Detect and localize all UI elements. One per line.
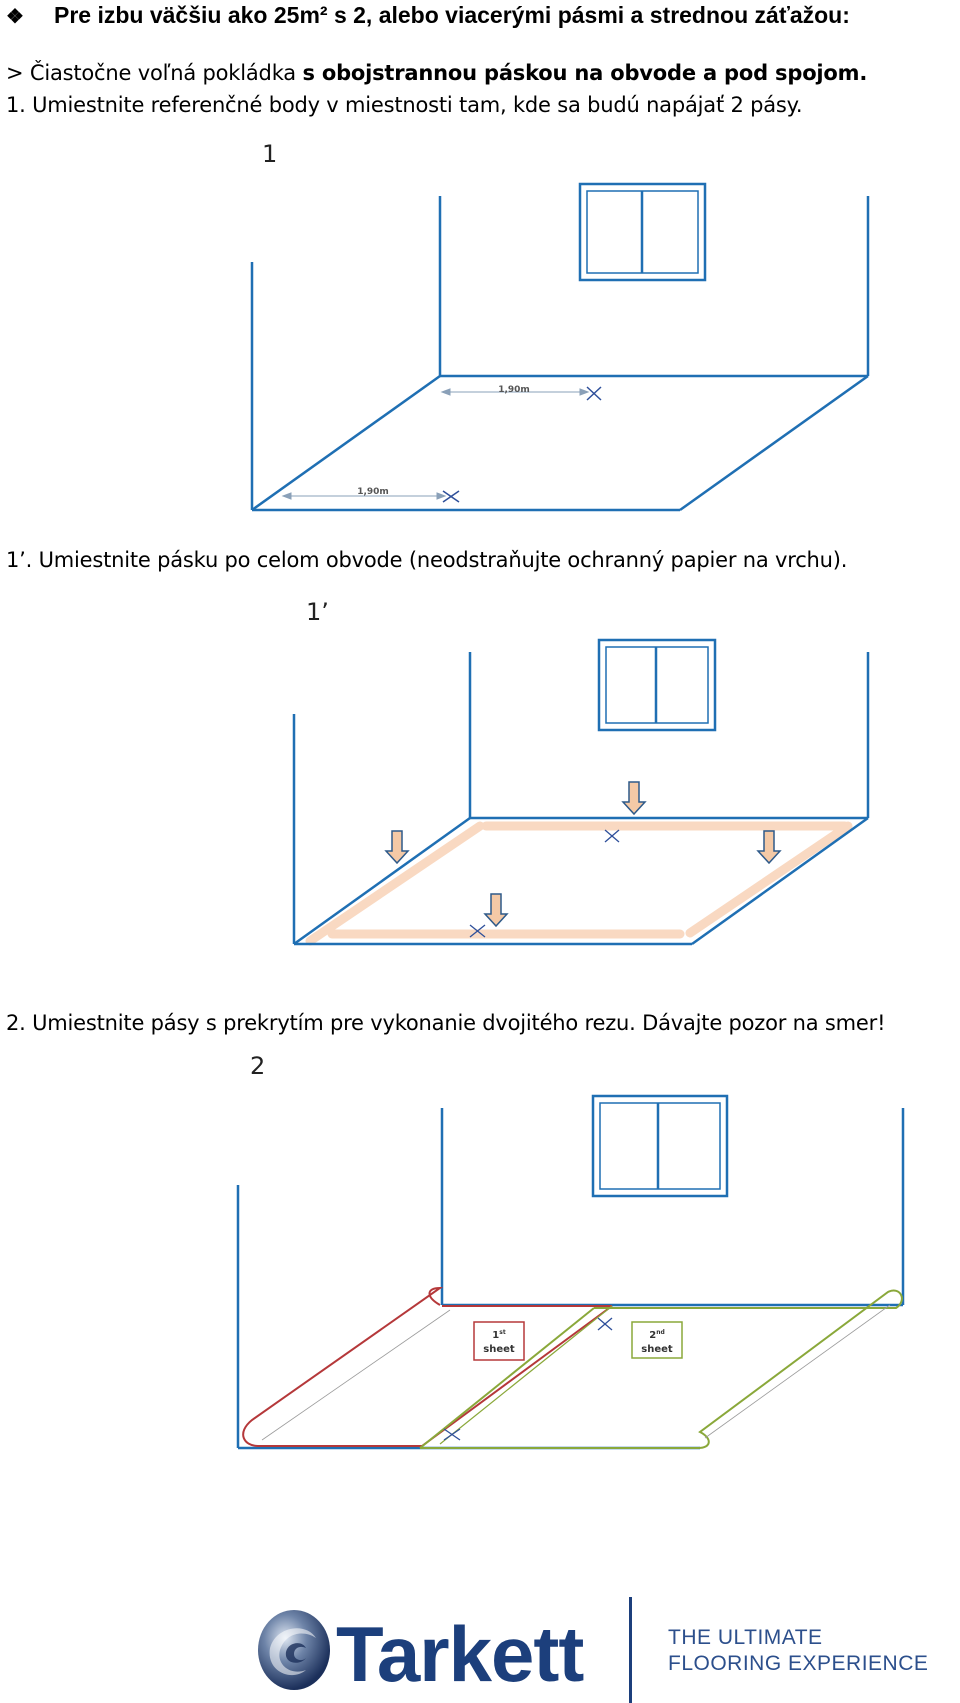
intro-normal: > Čiastočne voľná pokládka [6,61,303,85]
tagline-line-1: THE ULTIMATE [668,1626,823,1649]
logo-divider [629,1597,632,1703]
tarkett-logo-icon [258,1610,330,1690]
tagline-line-2: FLOORING EXPERIENCE [668,1652,929,1675]
step-1prime-text: 1’. Umiestnite pásku po celom obvode (ne… [6,548,848,572]
brand-name: Tarkett [336,1610,584,1698]
figure-1prime-label: 1’ [306,598,329,626]
intro-bold: s obojstrannou páskou na obvode a pod sp… [302,61,868,85]
arrow-icons [384,781,782,928]
figure-2-label: 2 [250,1052,266,1080]
figure-1-label: 1 [262,140,278,168]
figure-2-sheets-diagram: 1st sheet 2nd sheet [236,1094,905,1450]
measure-label-2: 1,90m [357,487,389,497]
figure-1prime-tape-diagram [292,638,870,946]
figure-1-room-diagram: 1,90m 1,90m [250,182,870,512]
page-heading: ❖ Pre izbu väčšiu ako 25m² s 2, alebo via… [6,0,850,32]
svg-text:2nd: 2nd [649,1329,665,1341]
intro-line: > Čiastočne voľná pokládka s obojstranno… [6,58,867,88]
step-2-text: 2. Umiestnite pásy s prekrytím pre vykon… [6,1011,886,1035]
sheet-2-sup: nd [656,1329,665,1336]
bullet-icon: ❖ [6,6,24,28]
sheet-1-word: sheet [483,1344,515,1355]
measure-label-1: 1,90m [498,385,530,395]
sheet-2-word: sheet [641,1344,673,1355]
heading-text: Pre izbu väčšiu ako 25m² s 2, alebo viac… [54,2,850,28]
sheet-1-num: 1 [492,1330,499,1341]
step-1-text: 1. Umiestnite referenčné body v miestnos… [6,93,803,117]
svg-text:1st: 1st [492,1329,506,1341]
sheet-2-num: 2 [649,1330,656,1341]
sheet-1-sup: st [499,1329,506,1336]
